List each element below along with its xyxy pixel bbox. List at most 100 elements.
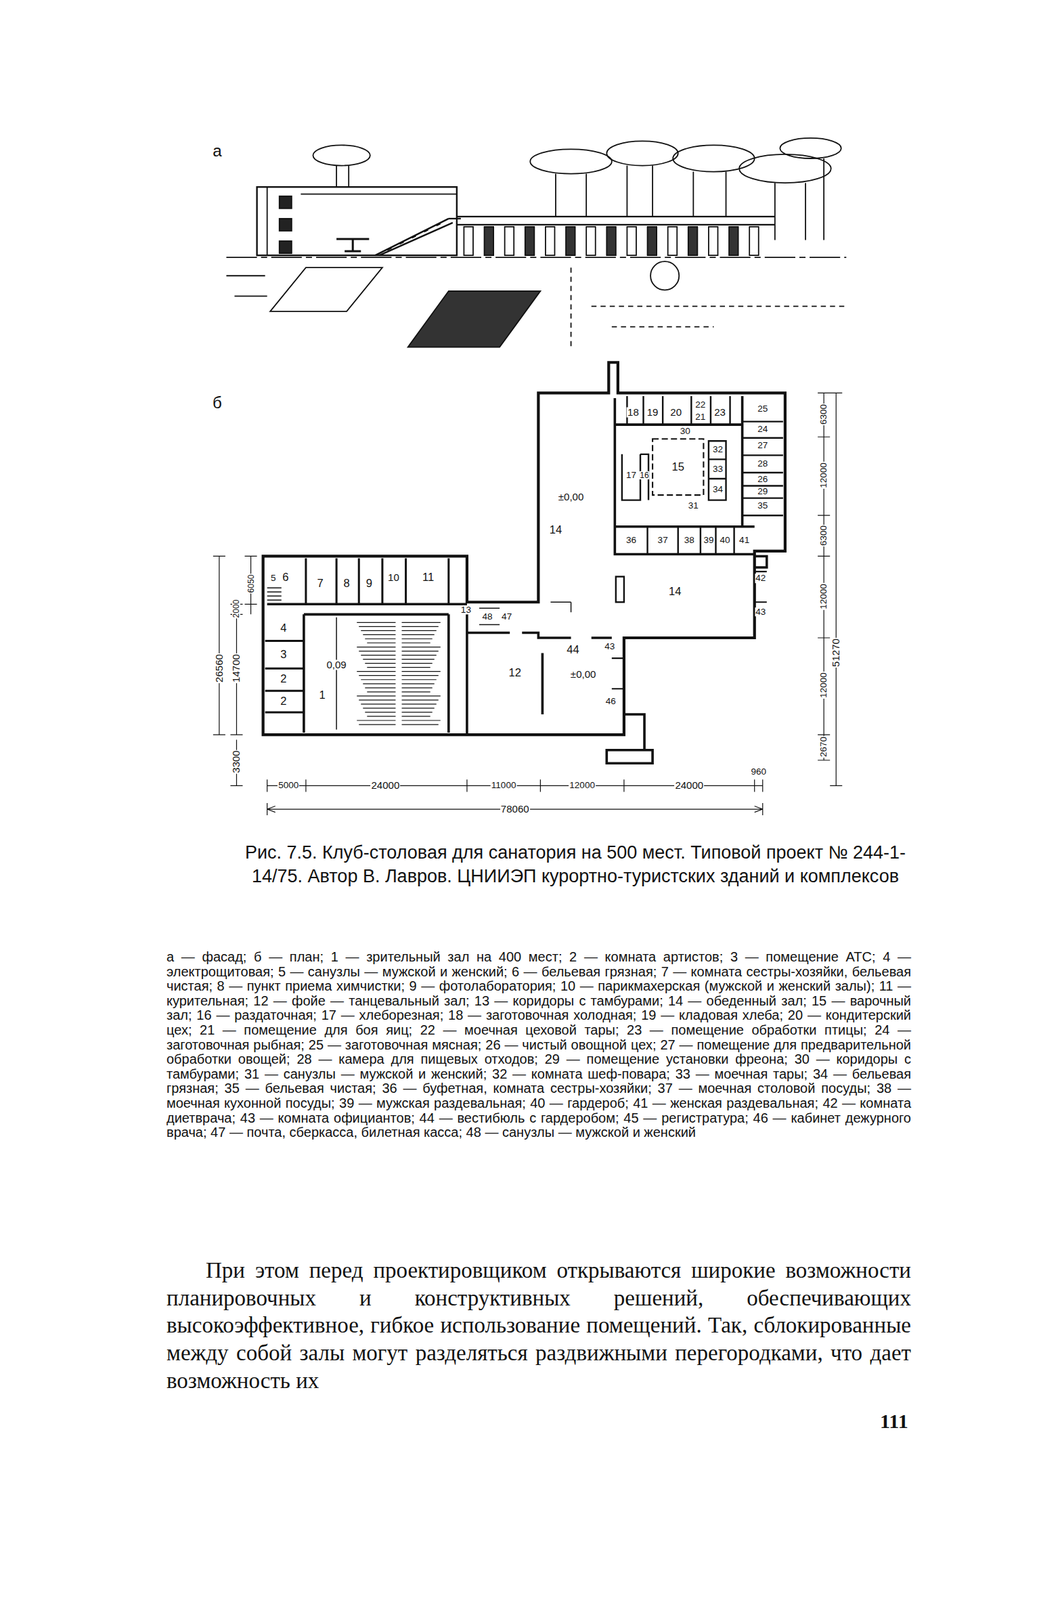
- floor-plan: [402, 687, 433, 688]
- facade-drawing: [571, 267, 847, 347]
- dimension: 14700: [231, 653, 242, 683]
- dimension: 24000: [674, 779, 704, 790]
- floor-plan: [402, 654, 437, 656]
- room-number: 38: [683, 536, 696, 546]
- floor-plan: [402, 634, 435, 635]
- floor-plan: [402, 670, 441, 672]
- dimension: 24000: [370, 779, 401, 790]
- floor-plan: [360, 630, 396, 631]
- floor-plan: [402, 622, 441, 623]
- room-number: 25: [756, 404, 769, 414]
- room-number: 22: [694, 400, 706, 410]
- dimension: 12000: [819, 582, 829, 610]
- room-number: 30: [679, 426, 692, 436]
- room-number: 26: [756, 474, 769, 484]
- floor-plan: [356, 622, 396, 623]
- level-mark: ±0,00: [557, 491, 585, 502]
- room-number: 7: [316, 577, 324, 589]
- facade-drawing: [270, 267, 383, 312]
- room-number: 48: [481, 612, 494, 623]
- room-number: 2: [279, 695, 287, 708]
- floor-plan: [402, 699, 439, 700]
- floor-plan: [652, 438, 704, 495]
- floor-plan: [364, 711, 396, 713]
- room-number: 39: [702, 536, 715, 546]
- floor-plan: [305, 557, 449, 604]
- facade-drawing: [279, 240, 292, 254]
- floor-plan: [360, 703, 396, 704]
- floor-plan: [358, 626, 396, 627]
- floor-plan: [402, 642, 431, 644]
- floor-plan: [647, 526, 735, 555]
- room-number: 43: [603, 641, 616, 652]
- room-number: 32: [712, 445, 724, 455]
- facade-drawing: [387, 223, 440, 250]
- room-number: 47: [500, 612, 513, 623]
- floor-plan: [742, 421, 784, 516]
- room-number: 12: [508, 667, 522, 679]
- facade-drawing: [728, 226, 739, 256]
- floor-plan: [265, 640, 304, 713]
- facade-drawing: [668, 226, 678, 256]
- room-number: 18: [626, 406, 640, 417]
- facade-drawing: [647, 226, 658, 256]
- floor-plan: [356, 719, 396, 721]
- floor-plan: [335, 617, 338, 730]
- floor-plan: [402, 695, 441, 696]
- floor-plan: [362, 682, 396, 684]
- room-number: 21: [694, 412, 706, 422]
- room-number: 29: [756, 486, 769, 497]
- page-number: 111: [879, 1409, 921, 1433]
- room-number: 35: [756, 500, 769, 511]
- facade-drawing: [279, 218, 292, 231]
- facade-drawing: [336, 238, 369, 252]
- floor-plan: [366, 666, 396, 668]
- room-number: 4: [279, 622, 287, 635]
- room-number: 2: [279, 673, 287, 685]
- floor-plan: [402, 630, 437, 631]
- room-number: 33: [712, 464, 724, 474]
- floor-plan: [615, 576, 625, 603]
- floor-plan: [358, 723, 396, 725]
- facade-drawing: [708, 226, 719, 256]
- facade-drawing: [586, 226, 596, 256]
- room-number: 14: [548, 524, 563, 537]
- floor-plan: [402, 682, 435, 684]
- dimension: 6300: [819, 524, 829, 547]
- floor-plan: [402, 691, 431, 692]
- room-number: 19: [646, 406, 660, 417]
- floor-plan: [263, 362, 786, 763]
- room-number: 13: [460, 605, 472, 615]
- facade-drawing: [257, 186, 457, 256]
- dimension: 6050: [247, 573, 256, 593]
- dimension: 5000: [277, 780, 300, 790]
- floor-plan: [402, 626, 439, 627]
- floor-plan: [356, 695, 396, 696]
- floor-plan: [402, 638, 433, 639]
- facade-drawing: [463, 226, 474, 256]
- dimension: 78060: [500, 803, 530, 814]
- facade-drawing: [606, 226, 616, 256]
- facade-drawing: [374, 218, 461, 256]
- room-number: 34: [712, 484, 724, 495]
- room-number: 14: [668, 585, 682, 598]
- facade-drawing: [606, 140, 678, 166]
- room-number: 44: [565, 643, 580, 656]
- room-number: 37: [657, 536, 669, 546]
- room-number: 8: [343, 577, 351, 589]
- floor-plan: [267, 587, 282, 600]
- floor-plan: [360, 654, 396, 656]
- dimension-lines: [213, 392, 843, 815]
- dimension-lines: [817, 392, 843, 786]
- floor-plan: [366, 642, 396, 644]
- floor-plan: [402, 662, 433, 664]
- floor-plan: [356, 670, 396, 672]
- floor-plan: [402, 646, 441, 648]
- room-number: 3: [279, 649, 287, 661]
- floor-plan: [360, 678, 396, 680]
- facade-drawing: [226, 138, 847, 348]
- facade-drawing: [672, 144, 755, 172]
- room-number: 20: [669, 406, 683, 417]
- room-number: 36: [625, 536, 637, 546]
- floor-plan: [479, 601, 572, 625]
